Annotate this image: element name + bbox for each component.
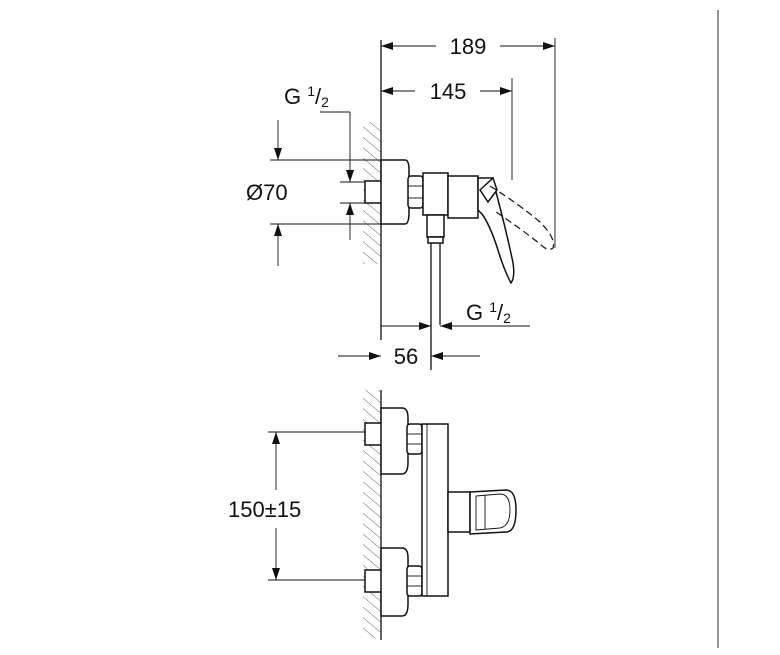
outlet-thread-denominator: 2 <box>503 310 511 326</box>
front-upper-escutcheon <box>380 407 409 475</box>
side-lever-base <box>479 176 498 204</box>
side-cartridge-housing <box>447 175 479 219</box>
side-lever-swing-outline <box>489 185 555 250</box>
outlet-thread-numerator: 1 <box>489 299 497 315</box>
dim-diameter-label: Ø70 <box>246 180 288 205</box>
dim-56-label: 56 <box>394 344 418 369</box>
front-lower-escutcheon <box>380 547 409 617</box>
side-outlet-stub <box>426 214 445 238</box>
dim-189-label: 189 <box>450 34 487 59</box>
dim-145-label: 145 <box>430 79 467 104</box>
inlet-thread-label: G 1/2 <box>284 83 329 110</box>
inlet-thread-prefix: G <box>284 84 307 109</box>
side-view: 189 145 G 1/2 Ø70 G 1/2 <box>246 34 556 370</box>
front-mixer-body <box>421 423 449 597</box>
outlet-thread-prefix: G <box>466 300 489 325</box>
side-escutcheon <box>380 159 410 225</box>
outlet-thread-label: G 1/2 <box>466 299 511 326</box>
front-lever-handle <box>469 489 517 535</box>
side-lever-handle <box>477 177 515 285</box>
front-upper-nipple <box>364 422 383 446</box>
front-cartridge <box>447 491 471 533</box>
front-lower-nut <box>406 565 423 597</box>
inlet-thread-denominator: 2 <box>321 94 329 110</box>
side-outlet-thread <box>427 236 444 244</box>
front-upper-nut <box>406 423 423 455</box>
dim-150-label: 150±15 <box>228 497 301 522</box>
front-lower-nipple <box>364 569 383 593</box>
front-view: 150±15 <box>228 390 517 640</box>
side-union-nut <box>407 175 424 209</box>
side-mixer-body <box>422 172 449 216</box>
side-inlet-nipple <box>364 180 383 204</box>
inlet-thread-numerator: 1 <box>307 83 315 99</box>
